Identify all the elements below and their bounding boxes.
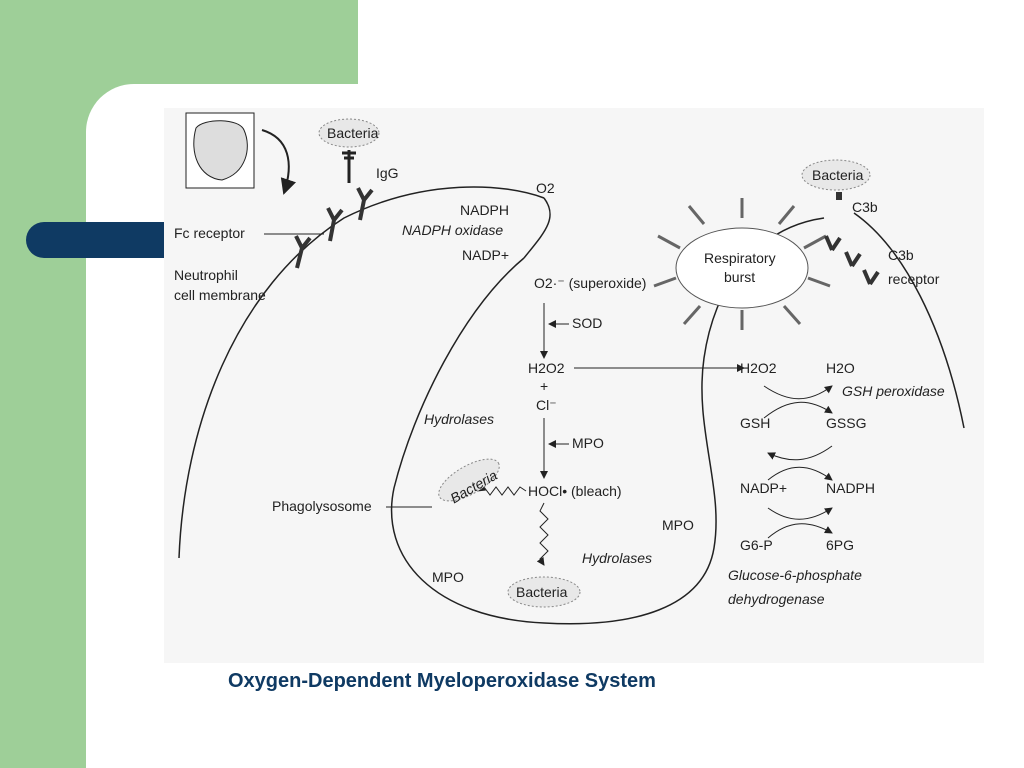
g6p-to-6pg-arrow xyxy=(767,523,833,539)
gsh-to-gssg-arrow xyxy=(763,401,833,419)
igg-antibody-icon xyxy=(342,150,356,183)
neutrophil-membrane xyxy=(178,186,551,559)
mpo-right-label: MPO xyxy=(662,517,694,533)
bacteria-igg-cloud xyxy=(318,118,380,148)
bacteria-bottom-label: Bacteria xyxy=(516,584,568,600)
nadph-cycle-arrow xyxy=(767,466,833,481)
respiratory-label-1: Respiratory xyxy=(704,250,776,266)
hocl-to-bacteria-wavy-arrow xyxy=(477,483,527,496)
mpo-left-label: MPO xyxy=(432,569,464,585)
g6p-label: G6-P xyxy=(740,537,773,553)
c3b-receptor-icons xyxy=(824,235,880,286)
h2o-label: H2O xyxy=(826,360,855,376)
c3b-marker-icon xyxy=(836,192,842,200)
bacteria-left-cloud xyxy=(438,458,500,502)
hydrolases-label-1: Hydrolases xyxy=(424,411,494,427)
six-pg-label: 6PG xyxy=(826,537,854,553)
mpo-arrow-label: MPO xyxy=(572,435,604,451)
h2o2-label: H2O2 xyxy=(528,360,565,376)
h2o2-right-label: H2O2 xyxy=(740,360,777,376)
c3b-label: C3b xyxy=(852,199,878,215)
bacteria-c3b-cloud xyxy=(801,159,871,191)
nadph-label: NADPH xyxy=(460,202,509,218)
cl-label: Cl⁻ xyxy=(536,397,557,413)
bacteria-igg-label: Bacteria xyxy=(327,125,379,141)
cell-membrane-label: cell membrane xyxy=(174,287,266,303)
diagram-figure: Bacteria IgG Fc receptor Neutrophil cell… xyxy=(164,108,984,663)
respiratory-label-2: burst xyxy=(724,269,755,285)
nadp-plus-label: NADP+ xyxy=(462,247,509,263)
neutrophil-thumbnail-icon xyxy=(185,112,297,195)
bacteria-bottom-cloud xyxy=(507,576,581,608)
nadp-plus-right-label: NADP+ xyxy=(740,480,787,496)
o2-label: O2 xyxy=(536,180,555,196)
nadph-oxidase-label: NADPH oxidase xyxy=(402,222,503,238)
phagolysosome-outline xyxy=(390,217,825,625)
hocl-label: HOCl• (bleach) xyxy=(528,483,622,499)
sod-label: SOD xyxy=(572,315,602,331)
navy-accent-tab xyxy=(26,222,166,258)
hocl-down-wavy-arrow xyxy=(536,502,549,566)
gssg-to-gsh-arrow xyxy=(767,445,833,461)
neutrophil-membrane-right xyxy=(853,212,965,429)
g6pd-label-1: Glucose-6-phosphate xyxy=(728,567,862,583)
gsh-peroxidase-label: GSH peroxidase xyxy=(842,383,945,399)
igg-label: IgG xyxy=(376,165,399,181)
nadph-right-label: NADPH xyxy=(826,480,875,496)
phagolysosome-label: Phagolysosome xyxy=(272,498,372,514)
bacteria-c3b-label: Bacteria xyxy=(812,167,864,183)
gssg-label: GSSG xyxy=(826,415,866,431)
c3b-receptor-label-1: C3b xyxy=(888,247,914,263)
hydrolases-label-2: Hydrolases xyxy=(582,550,652,566)
c3b-receptor-label-2: receptor xyxy=(888,271,940,287)
fc-receptor-label: Fc receptor xyxy=(174,225,245,241)
gsh-label: GSH xyxy=(740,415,770,431)
nadp-to-nadph-arrow xyxy=(767,507,833,520)
slide-caption: Oxygen-Dependent Myeloperoxidase System xyxy=(228,670,656,692)
h2o2-to-h2o-arrow xyxy=(763,385,833,400)
fc-receptor-icons xyxy=(294,187,374,269)
respiratory-burst-icon xyxy=(653,198,831,330)
neutrophil-label: Neutrophil xyxy=(174,267,238,283)
superoxide-label: O2·⁻ (superoxide) xyxy=(534,275,646,291)
plus-label: + xyxy=(540,378,548,394)
myeloperoxidase-diagram: Bacteria IgG Fc receptor Neutrophil cell… xyxy=(174,112,965,625)
g6pd-label-2: dehydrogenase xyxy=(728,591,825,607)
